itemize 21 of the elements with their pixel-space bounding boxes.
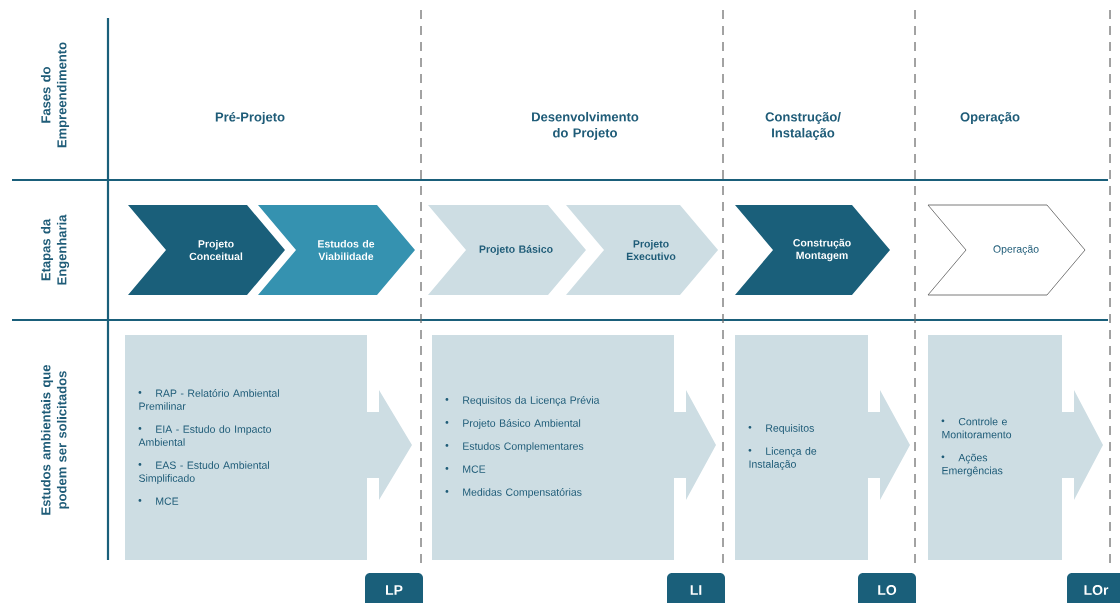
process-step: Projeto Básico — [428, 205, 586, 295]
row-heading: Estudos ambientais que podem ser solicitados — [40, 364, 70, 515]
license-badge: LI — [667, 573, 725, 603]
phase-heading: Operação — [960, 112, 1020, 125]
license-badge: LOr — [1067, 573, 1120, 603]
process-step: Projeto Conceitual — [128, 205, 285, 295]
process-step: Estudos de Viabilidade — [258, 205, 415, 295]
study-box: Requisitos Licença de Instalação — [735, 335, 910, 560]
row-heading: Etapas da Engenharia — [40, 214, 70, 285]
phase-heading: Desenvolvimento do Projeto — [532, 111, 639, 141]
study-box: Controle e Monitoramento Ações Emergências — [928, 335, 1103, 560]
license-badge: LO — [858, 573, 916, 603]
license-badge: LP — [365, 573, 423, 603]
process-step: Operação — [927, 204, 1086, 296]
study-box: RAP - Relatório Ambiental Premilinar EIA - Estudo do Impacto Ambiental EAS - Estudo Ambiental Simplificado MCE — [125, 335, 412, 560]
phase-heading: Construção/ Instalação — [765, 111, 841, 141]
row-heading: Fases do Empreendimento — [40, 42, 70, 148]
process-step: Projeto Executivo — [566, 205, 718, 295]
process-step: Construção Montagem — [735, 205, 890, 295]
phase-heading: Pré-Projeto — [215, 111, 285, 125]
study-box: Requisitos da Licença Prévia Projeto Básico Ambiental Estudos Complementares MCE Medidas Compensatórias — [432, 335, 716, 560]
